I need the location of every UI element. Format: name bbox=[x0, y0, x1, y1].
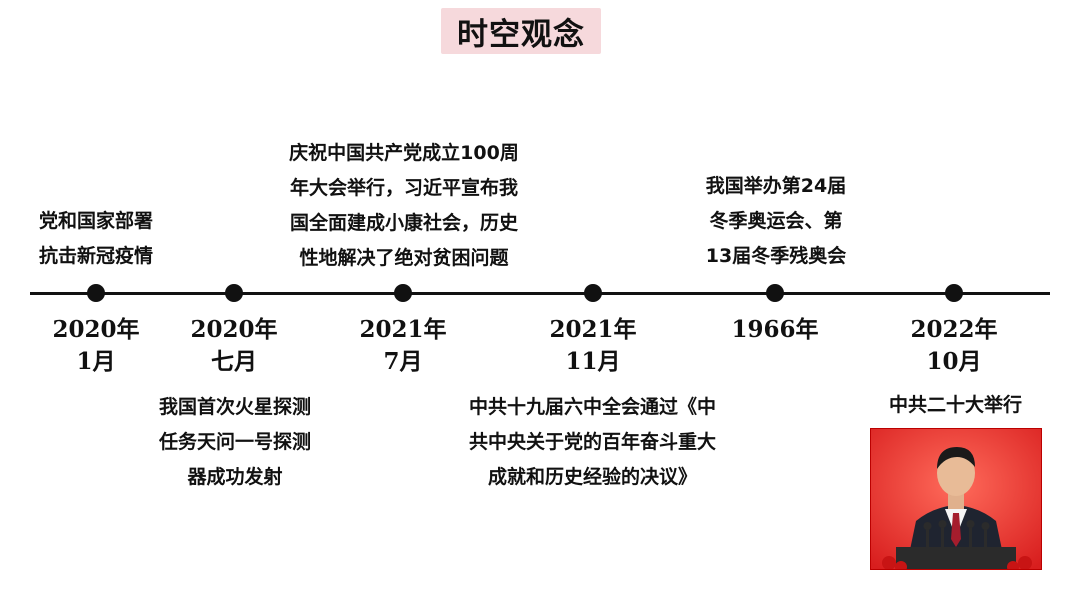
timeline-dot-3 bbox=[394, 284, 412, 302]
date-month: 10月 bbox=[889, 346, 1019, 378]
date-month: 1月 bbox=[31, 346, 161, 378]
timeline-date-4: 2021年 11月 bbox=[528, 314, 658, 378]
photo-illustration bbox=[871, 429, 1041, 569]
event-line: 性地解决了绝对贫困问题 bbox=[259, 241, 549, 276]
date-month: 11月 bbox=[528, 346, 658, 378]
timeline-event-1: 党和国家部署 抗击新冠疫情 bbox=[16, 204, 176, 274]
timeline-date-2: 2020年 七月 bbox=[169, 314, 299, 378]
timeline-dot-2 bbox=[225, 284, 243, 302]
event-line: 器成功发射 bbox=[140, 460, 330, 495]
event-line: 任务天问一号探测 bbox=[140, 425, 330, 460]
event-line: 国全面建成小康社会，历史 bbox=[259, 206, 549, 241]
timeline-axis bbox=[30, 292, 1050, 295]
event-photo bbox=[870, 428, 1042, 570]
timeline-event-5: 我国举办第24届 冬季奥运会、第 13届冬季残奥会 bbox=[691, 169, 861, 274]
event-line: 年大会举行，习近平宣布我 bbox=[259, 171, 549, 206]
timeline-date-5: 1966年 bbox=[710, 314, 840, 346]
timeline-dot-5 bbox=[766, 284, 784, 302]
event-line: 13届冬季残奥会 bbox=[691, 239, 861, 274]
event-line: 成就和历史经验的决议》 bbox=[440, 460, 745, 495]
date-year: 2020年 bbox=[31, 314, 161, 346]
date-month: 七月 bbox=[169, 346, 299, 378]
timeline-date-1: 2020年 1月 bbox=[31, 314, 161, 378]
timeline-date-3: 2021年 7月 bbox=[338, 314, 468, 378]
timeline-event-4: 中共十九届六中全会通过《中 共中央关于党的百年奋斗重大 成就和历史经验的决议》 bbox=[440, 390, 745, 495]
event-line: 我国举办第24届 bbox=[691, 169, 861, 204]
timeline-event-6: 中共二十大举行 bbox=[868, 388, 1043, 423]
event-line: 中共十九届六中全会通过《中 bbox=[440, 390, 745, 425]
timeline-event-3: 庆祝中国共产党成立100周 年大会举行，习近平宣布我 国全面建成小康社会，历史 … bbox=[259, 136, 549, 276]
event-line: 冬季奥运会、第 bbox=[691, 204, 861, 239]
event-line: 共中央关于党的百年奋斗重大 bbox=[440, 425, 745, 460]
timeline-dot-6 bbox=[945, 284, 963, 302]
event-line: 党和国家部署 bbox=[16, 204, 176, 239]
event-line: 中共二十大举行 bbox=[868, 388, 1043, 423]
date-year: 2020年 bbox=[169, 314, 299, 346]
page-title: 时空观念 bbox=[441, 8, 601, 54]
date-year: 2022年 bbox=[889, 314, 1019, 346]
timeline-event-2: 我国首次火星探测 任务天问一号探测 器成功发射 bbox=[140, 390, 330, 495]
date-year: 2021年 bbox=[528, 314, 658, 346]
timeline-date-6: 2022年 10月 bbox=[889, 314, 1019, 378]
timeline-dot-1 bbox=[87, 284, 105, 302]
event-line: 抗击新冠疫情 bbox=[16, 239, 176, 274]
event-line: 庆祝中国共产党成立100周 bbox=[259, 136, 549, 171]
date-year: 2021年 bbox=[338, 314, 468, 346]
date-month: 7月 bbox=[338, 346, 468, 378]
date-year: 1966年 bbox=[710, 314, 840, 346]
event-line: 我国首次火星探测 bbox=[140, 390, 330, 425]
timeline-dot-4 bbox=[584, 284, 602, 302]
